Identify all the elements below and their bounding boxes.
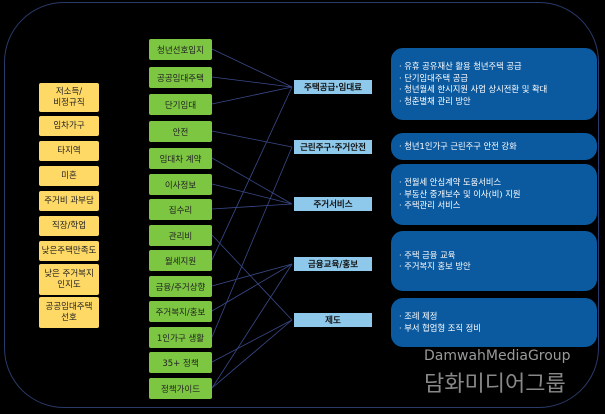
factor-box: 임차가구 <box>39 116 99 136</box>
connector-line <box>211 319 293 389</box>
factor-box: 저소득/ 비정규직 <box>39 83 99 112</box>
connector-line <box>211 319 293 363</box>
program-box: 월세지원 <box>149 250 212 271</box>
detail-box: · 전월세 안심계약 도움서비스· 부동산 중개보수 및 이사(비) 지원· 주… <box>391 164 597 225</box>
program-box: 금융/주거상향 <box>149 276 212 297</box>
detail-box: · 주택 금융 교육· 주거복지 홍보 방안 <box>391 231 597 291</box>
connector-line <box>211 130 293 148</box>
connector-line <box>211 146 293 338</box>
program-box: 공공임대주택 <box>149 67 212 88</box>
detail-item: · 청년월세 한시지원 사업 상시전환 및 확대 <box>399 84 548 94</box>
program-box: 주거복지/홍보 <box>149 301 212 322</box>
factor-box: 낮은주택만족도 <box>39 241 99 261</box>
connector-line <box>211 263 293 287</box>
connector-line <box>211 86 293 105</box>
program-box: 이사정보 <box>149 174 212 195</box>
detail-item: · 조례 제정 <box>399 311 438 321</box>
connector-line <box>211 48 293 88</box>
category-box: 제도 <box>294 313 372 327</box>
program-box: 집수리 <box>149 199 212 220</box>
category-box: 주거서비스 <box>294 197 372 211</box>
program-box: 관리비 <box>149 225 212 246</box>
factor-box: 직장/학업 <box>39 216 99 236</box>
factor-box: 미혼 <box>39 166 99 186</box>
detail-item: · 주택 금융 교육 <box>399 249 456 260</box>
category-box: 근린주구·주거안전 <box>294 140 372 154</box>
program-box: 임대차 계약 <box>149 148 212 169</box>
factor-box: 타지역 <box>39 141 99 161</box>
program-box: 안전 <box>149 121 212 142</box>
program-box: 청년선호입지 <box>149 39 212 60</box>
program-box: 35+ 정책 <box>149 352 212 373</box>
connector-line <box>211 76 293 88</box>
watermark-ko: 담화미디어그룹 <box>424 372 566 397</box>
detail-box: · 조례 제정· 부서 협업형 조직 정비 <box>391 298 597 347</box>
detail-box: · 청년1인가구 근린주구 안전 강화 <box>391 133 597 160</box>
connector-line <box>211 86 293 261</box>
detail-item: · 주택관리 서비스 <box>399 200 461 211</box>
connector-line <box>211 263 293 389</box>
factor-box: 공공임대주택 선호 <box>39 297 99 328</box>
detail-box: · 유휴 공유재산 활용 청년주택 공급· 단기임대주택 공급· 청년월세 한시… <box>391 48 597 120</box>
detail-item: · 부서 협업형 조직 정비 <box>399 322 481 333</box>
outer-frame <box>4 2 599 408</box>
detail-item: · 청년1인가구 근린주구 안전 강화 <box>399 140 517 151</box>
detail-item: · 단기임대주택 공급 <box>399 72 468 83</box>
detail-item: · 부동산 중개보수 및 이사(비) 지원 <box>399 188 521 199</box>
connector-line <box>211 157 293 205</box>
factor-box: 주거비 과부담 <box>39 191 99 211</box>
detail-item: · 청춘별채 관리 방안 <box>399 95 471 106</box>
detail-item: · 전월세 안심계약 도움서비스 <box>399 177 502 188</box>
category-box: 금융교육/홍보 <box>294 257 372 271</box>
program-box: 정책가이드 <box>149 378 212 399</box>
connector-line <box>211 234 293 321</box>
program-box: 1인가구 생활 <box>149 327 212 348</box>
factor-box: 낮은 주거복지 인지도 <box>39 264 99 295</box>
detail-item: · 주거복지 홍보 방안 <box>399 261 471 271</box>
detail-item: · 유휴 공유재산 활용 청년주택 공급 <box>399 61 522 71</box>
connector-line <box>211 203 293 210</box>
watermark-en: DamwahMediaGroup <box>424 348 571 364</box>
category-box: 주택공급·임대료 <box>294 80 372 94</box>
connector-line <box>211 183 293 205</box>
program-box: 단기임대 <box>149 94 212 115</box>
connector-line <box>211 263 293 312</box>
